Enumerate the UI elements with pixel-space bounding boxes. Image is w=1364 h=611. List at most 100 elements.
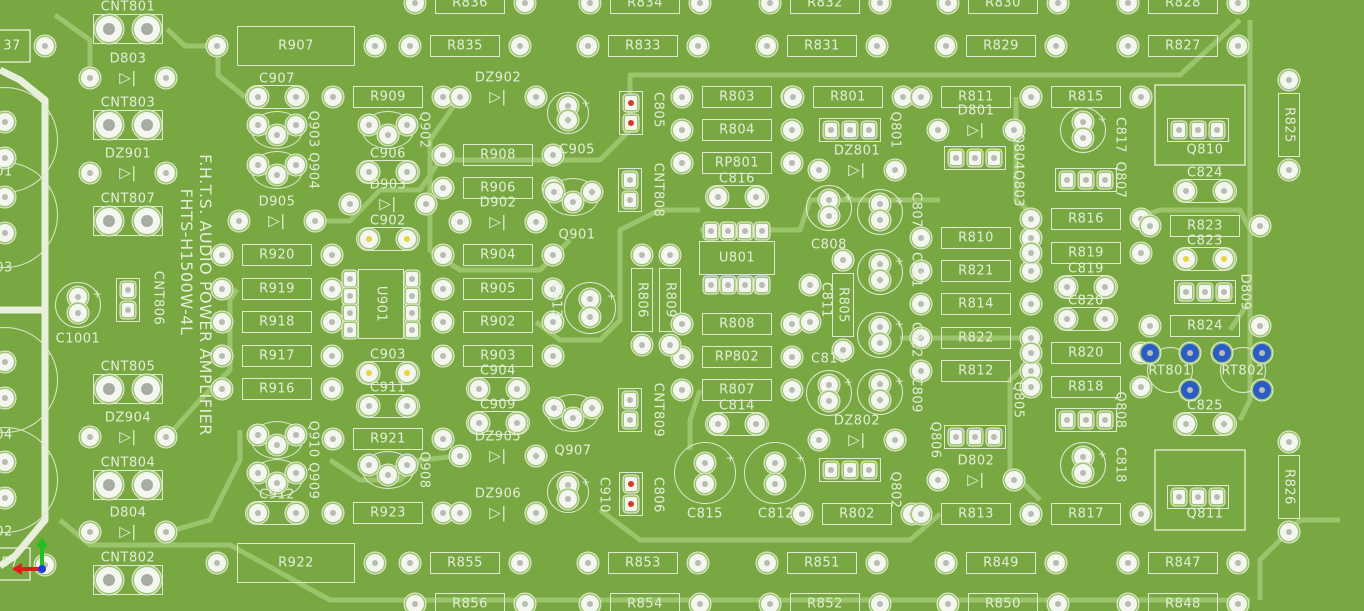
resistor-r832[interactable]: [790, 0, 860, 14]
electrolytic-capacitor[interactable]: [547, 471, 589, 513]
resistor-r847[interactable]: [1148, 552, 1218, 574]
resistor-rp801[interactable]: [702, 152, 772, 174]
resistor-r809[interactable]: [659, 268, 681, 332]
resistor-r801[interactable]: [813, 86, 883, 108]
electrolytic-capacitor[interactable]: [55, 282, 101, 328]
electrolytic-capacitor[interactable]: [857, 249, 903, 295]
resistor-r803[interactable]: [702, 86, 772, 108]
diode-symbol-icon[interactable]: ▷|: [967, 120, 985, 139]
electrolytic-capacitor[interactable]: [806, 185, 852, 231]
electrolytic-capacitor[interactable]: [857, 189, 903, 235]
capacitor-c902[interactable]: [356, 227, 420, 251]
diode-symbol-icon[interactable]: ▷|: [268, 211, 286, 230]
connector-cnt801[interactable]: [93, 14, 163, 44]
resistor-r855[interactable]: [430, 552, 500, 574]
resistor-r818[interactable]: [1051, 376, 1121, 398]
resistor-r851[interactable]: [787, 552, 857, 574]
resistor-r817[interactable]: [1051, 503, 1121, 525]
capacitor-c816[interactable]: [705, 185, 769, 209]
capacitor-c909[interactable]: [466, 411, 530, 435]
capacitor-c906[interactable]: [356, 160, 420, 184]
resistor-r848[interactable]: [1148, 593, 1218, 611]
resistor-r824[interactable]: [1170, 315, 1240, 337]
resistor-r917[interactable]: [242, 345, 312, 367]
resistor-r829[interactable]: [966, 35, 1036, 57]
resistor-r906[interactable]: [463, 177, 533, 199]
resistor-r806[interactable]: [631, 268, 653, 332]
resistor-r856[interactable]: [435, 593, 505, 611]
electrolytic-capacitor[interactable]: [674, 442, 736, 504]
transistor-strip[interactable]: [819, 458, 881, 482]
two-pin-header[interactable]: [116, 278, 140, 322]
resistor-r836[interactable]: [435, 0, 505, 14]
resistor-r812[interactable]: [941, 360, 1011, 382]
electrolytic-capacitor[interactable]: [1060, 442, 1106, 488]
transistor-strip[interactable]: [944, 146, 1006, 170]
resistor-r916[interactable]: [242, 378, 312, 400]
capacitor-c903[interactable]: [356, 361, 420, 385]
resistor-r831[interactable]: [787, 35, 857, 57]
resistor-r825[interactable]: [1278, 93, 1300, 157]
resistor-r805[interactable]: [832, 273, 854, 337]
thermistor-outline[interactable]: [1147, 347, 1193, 393]
capacitor-c911[interactable]: [356, 394, 420, 418]
two-pin-header[interactable]: [619, 91, 643, 135]
resistor-r907[interactable]: [237, 26, 355, 66]
resistor-r807[interactable]: [702, 379, 772, 401]
resistor-r854[interactable]: [610, 593, 680, 611]
resistor-r835[interactable]: [430, 35, 500, 57]
capacitor-c819[interactable]: [1054, 275, 1118, 299]
resistor-rp802[interactable]: [702, 346, 772, 368]
resistor-r822[interactable]: [941, 327, 1011, 349]
resistor-r853[interactable]: [608, 552, 678, 574]
resistor-r903[interactable]: [463, 345, 533, 367]
connector-cnt805[interactable]: [93, 374, 163, 404]
two-pin-header[interactable]: [618, 388, 642, 432]
diode-symbol-icon[interactable]: ▷|: [119, 427, 137, 446]
thermistor-outline[interactable]: [1220, 347, 1266, 393]
connector-cnt803[interactable]: [93, 110, 163, 140]
capacitor-c907[interactable]: [245, 85, 309, 109]
ic-u901[interactable]: [358, 269, 404, 339]
diode-symbol-icon[interactable]: ▷|: [489, 446, 507, 465]
resistor-r811[interactable]: [941, 86, 1011, 108]
diode-symbol-icon[interactable]: ▷|: [848, 160, 866, 179]
resistor-r804[interactable]: [702, 119, 772, 141]
capacitor-c814[interactable]: [705, 412, 769, 436]
connector-cnt802[interactable]: [93, 565, 163, 595]
transistor-strip[interactable]: [1055, 168, 1117, 192]
diode-symbol-icon[interactable]: ▷|: [489, 503, 507, 522]
resistor-r902[interactable]: [463, 311, 533, 333]
electrolytic-capacitor[interactable]: [1060, 107, 1106, 153]
transistor-strip[interactable]: [1167, 118, 1229, 142]
resistor-r820[interactable]: [1051, 342, 1121, 364]
transistor-strip[interactable]: [819, 118, 881, 142]
resistor-r828[interactable]: [1148, 0, 1218, 14]
resistor-r814[interactable]: [941, 293, 1011, 315]
resistor-r908[interactable]: [463, 144, 533, 166]
diode-symbol-icon[interactable]: ▷|: [119, 68, 137, 87]
electrolytic-capacitor[interactable]: [857, 312, 903, 358]
electrolytic-capacitor[interactable]: [564, 282, 616, 334]
resistor-r827[interactable]: [1148, 35, 1218, 57]
resistor-r904[interactable]: [463, 244, 533, 266]
diode-symbol-icon[interactable]: ▷|: [489, 212, 507, 231]
transistor-strip[interactable]: [944, 425, 1006, 449]
electrolytic-capacitor[interactable]: [857, 369, 903, 415]
resistor-r922[interactable]: [237, 543, 355, 583]
resistor-r850[interactable]: [968, 593, 1038, 611]
resistor-r923[interactable]: [353, 502, 423, 524]
capacitor-c825[interactable]: [1173, 412, 1237, 436]
electrolytic-capacitor[interactable]: [806, 370, 852, 416]
electrolytic-capacitor[interactable]: [744, 442, 806, 504]
resistor-r920[interactable]: [242, 244, 312, 266]
resistor-r813[interactable]: [941, 503, 1011, 525]
capacitor-c820[interactable]: [1054, 307, 1118, 331]
connector-cnt804[interactable]: [93, 470, 163, 500]
resistor-r852[interactable]: [790, 593, 860, 611]
resistor-r849[interactable]: [966, 552, 1036, 574]
two-pin-header[interactable]: [618, 168, 642, 212]
resistor-r918[interactable]: [242, 311, 312, 333]
capacitor-c912[interactable]: [245, 501, 309, 525]
